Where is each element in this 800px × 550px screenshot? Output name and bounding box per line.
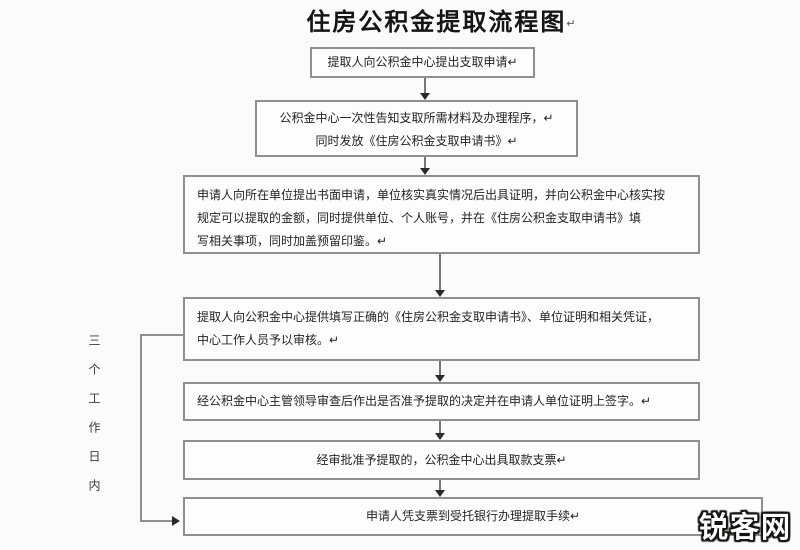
flow-step-3-line1: 申请人向所在单位提出书面申请，单位核实真实情况后出具证明，并向公积金中心核实按 bbox=[197, 188, 666, 202]
paragraph-mark: ↵ bbox=[566, 18, 578, 31]
flow-step-2-line1: 公积金中心一次性告知支取所需材料及办理程序，↵ bbox=[279, 111, 554, 125]
arrow-head-icon bbox=[435, 375, 445, 382]
flow-step-4-line1: 提取人向公积金中心提供填写正确的《住房公积金支取申请书》、单位证明和相关凭证， bbox=[197, 310, 660, 324]
arrow-line bbox=[439, 480, 441, 490]
page-title: 住房公积金提取流程图↵ bbox=[277, 2, 607, 37]
watermark: 锐客网 bbox=[698, 511, 792, 545]
flow-step-7-text: 申请人凭支票到受托银行办理提取手续↵ bbox=[365, 509, 581, 523]
arrow-head-icon bbox=[435, 490, 445, 497]
flow-step-6-text: 经审批准予提取的，公积金中心出具取款支票↵ bbox=[316, 452, 567, 467]
bracket-arrow-head-icon bbox=[172, 516, 180, 526]
flow-step-6: 经审批准予提取的，公积金中心出具取款支票↵ bbox=[183, 440, 700, 480]
arrow-line bbox=[439, 421, 441, 433]
side-label-working-days: 三个工作日内 bbox=[87, 334, 101, 508]
arrow-head-icon bbox=[435, 290, 445, 297]
arrow-line bbox=[424, 157, 426, 168]
flow-step-2-line2: 同时发放《住房公积金支取申请书》↵ bbox=[315, 134, 518, 148]
title-text: 住房公积金提取流程图 bbox=[306, 9, 567, 36]
flow-step-3-line3: 写相关事项，同时加盖预留印鉴。↵ bbox=[197, 234, 388, 248]
flow-step-7: 申请人凭支票到受托银行办理提取手续↵ bbox=[183, 497, 763, 536]
flow-step-1-text: 提取人向公积金中心提出支取申请↵ bbox=[327, 55, 518, 69]
flow-step-1: 提取人向公积金中心提出支取申请↵ bbox=[310, 47, 535, 78]
bracket-line-top bbox=[140, 334, 183, 336]
flow-step-5: 经公积金中心主管领导审查后作出是否准予提取的决定并在申请人单位证明上签字。↵ bbox=[183, 382, 700, 421]
flow-step-5-text: 经公积金中心主管领导审查后作出是否准予提取的决定并在申请人单位证明上签字。↵ bbox=[197, 394, 652, 408]
bracket-line-vertical bbox=[140, 334, 142, 522]
arrow-head-icon bbox=[435, 433, 445, 440]
arrow-head-icon bbox=[420, 93, 430, 100]
flow-step-4-line2: 中心工作人员予以审核。↵ bbox=[197, 333, 340, 347]
arrow-line bbox=[439, 254, 441, 290]
arrow-head-icon bbox=[420, 168, 430, 175]
arrow-line bbox=[424, 78, 426, 93]
arrow-line bbox=[439, 361, 441, 375]
flow-step-2: 公积金中心一次性告知支取所需材料及办理程序，↵ 同时发放《住房公积金支取申请书》… bbox=[255, 100, 578, 157]
bracket-line-bottom bbox=[140, 520, 173, 522]
flow-step-3: 申请人向所在单位提出书面申请，单位核实真实情况后出具证明，并向公积金中心核实按 … bbox=[183, 175, 700, 254]
flow-step-4: 提取人向公积金中心提供填写正确的《住房公积金支取申请书》、单位证明和相关凭证， … bbox=[183, 297, 700, 361]
flow-step-3-line2: 规定可以提取的金额，同时提供单位、个人账号，并在《住房公积金支取申请书》填 bbox=[197, 211, 642, 225]
